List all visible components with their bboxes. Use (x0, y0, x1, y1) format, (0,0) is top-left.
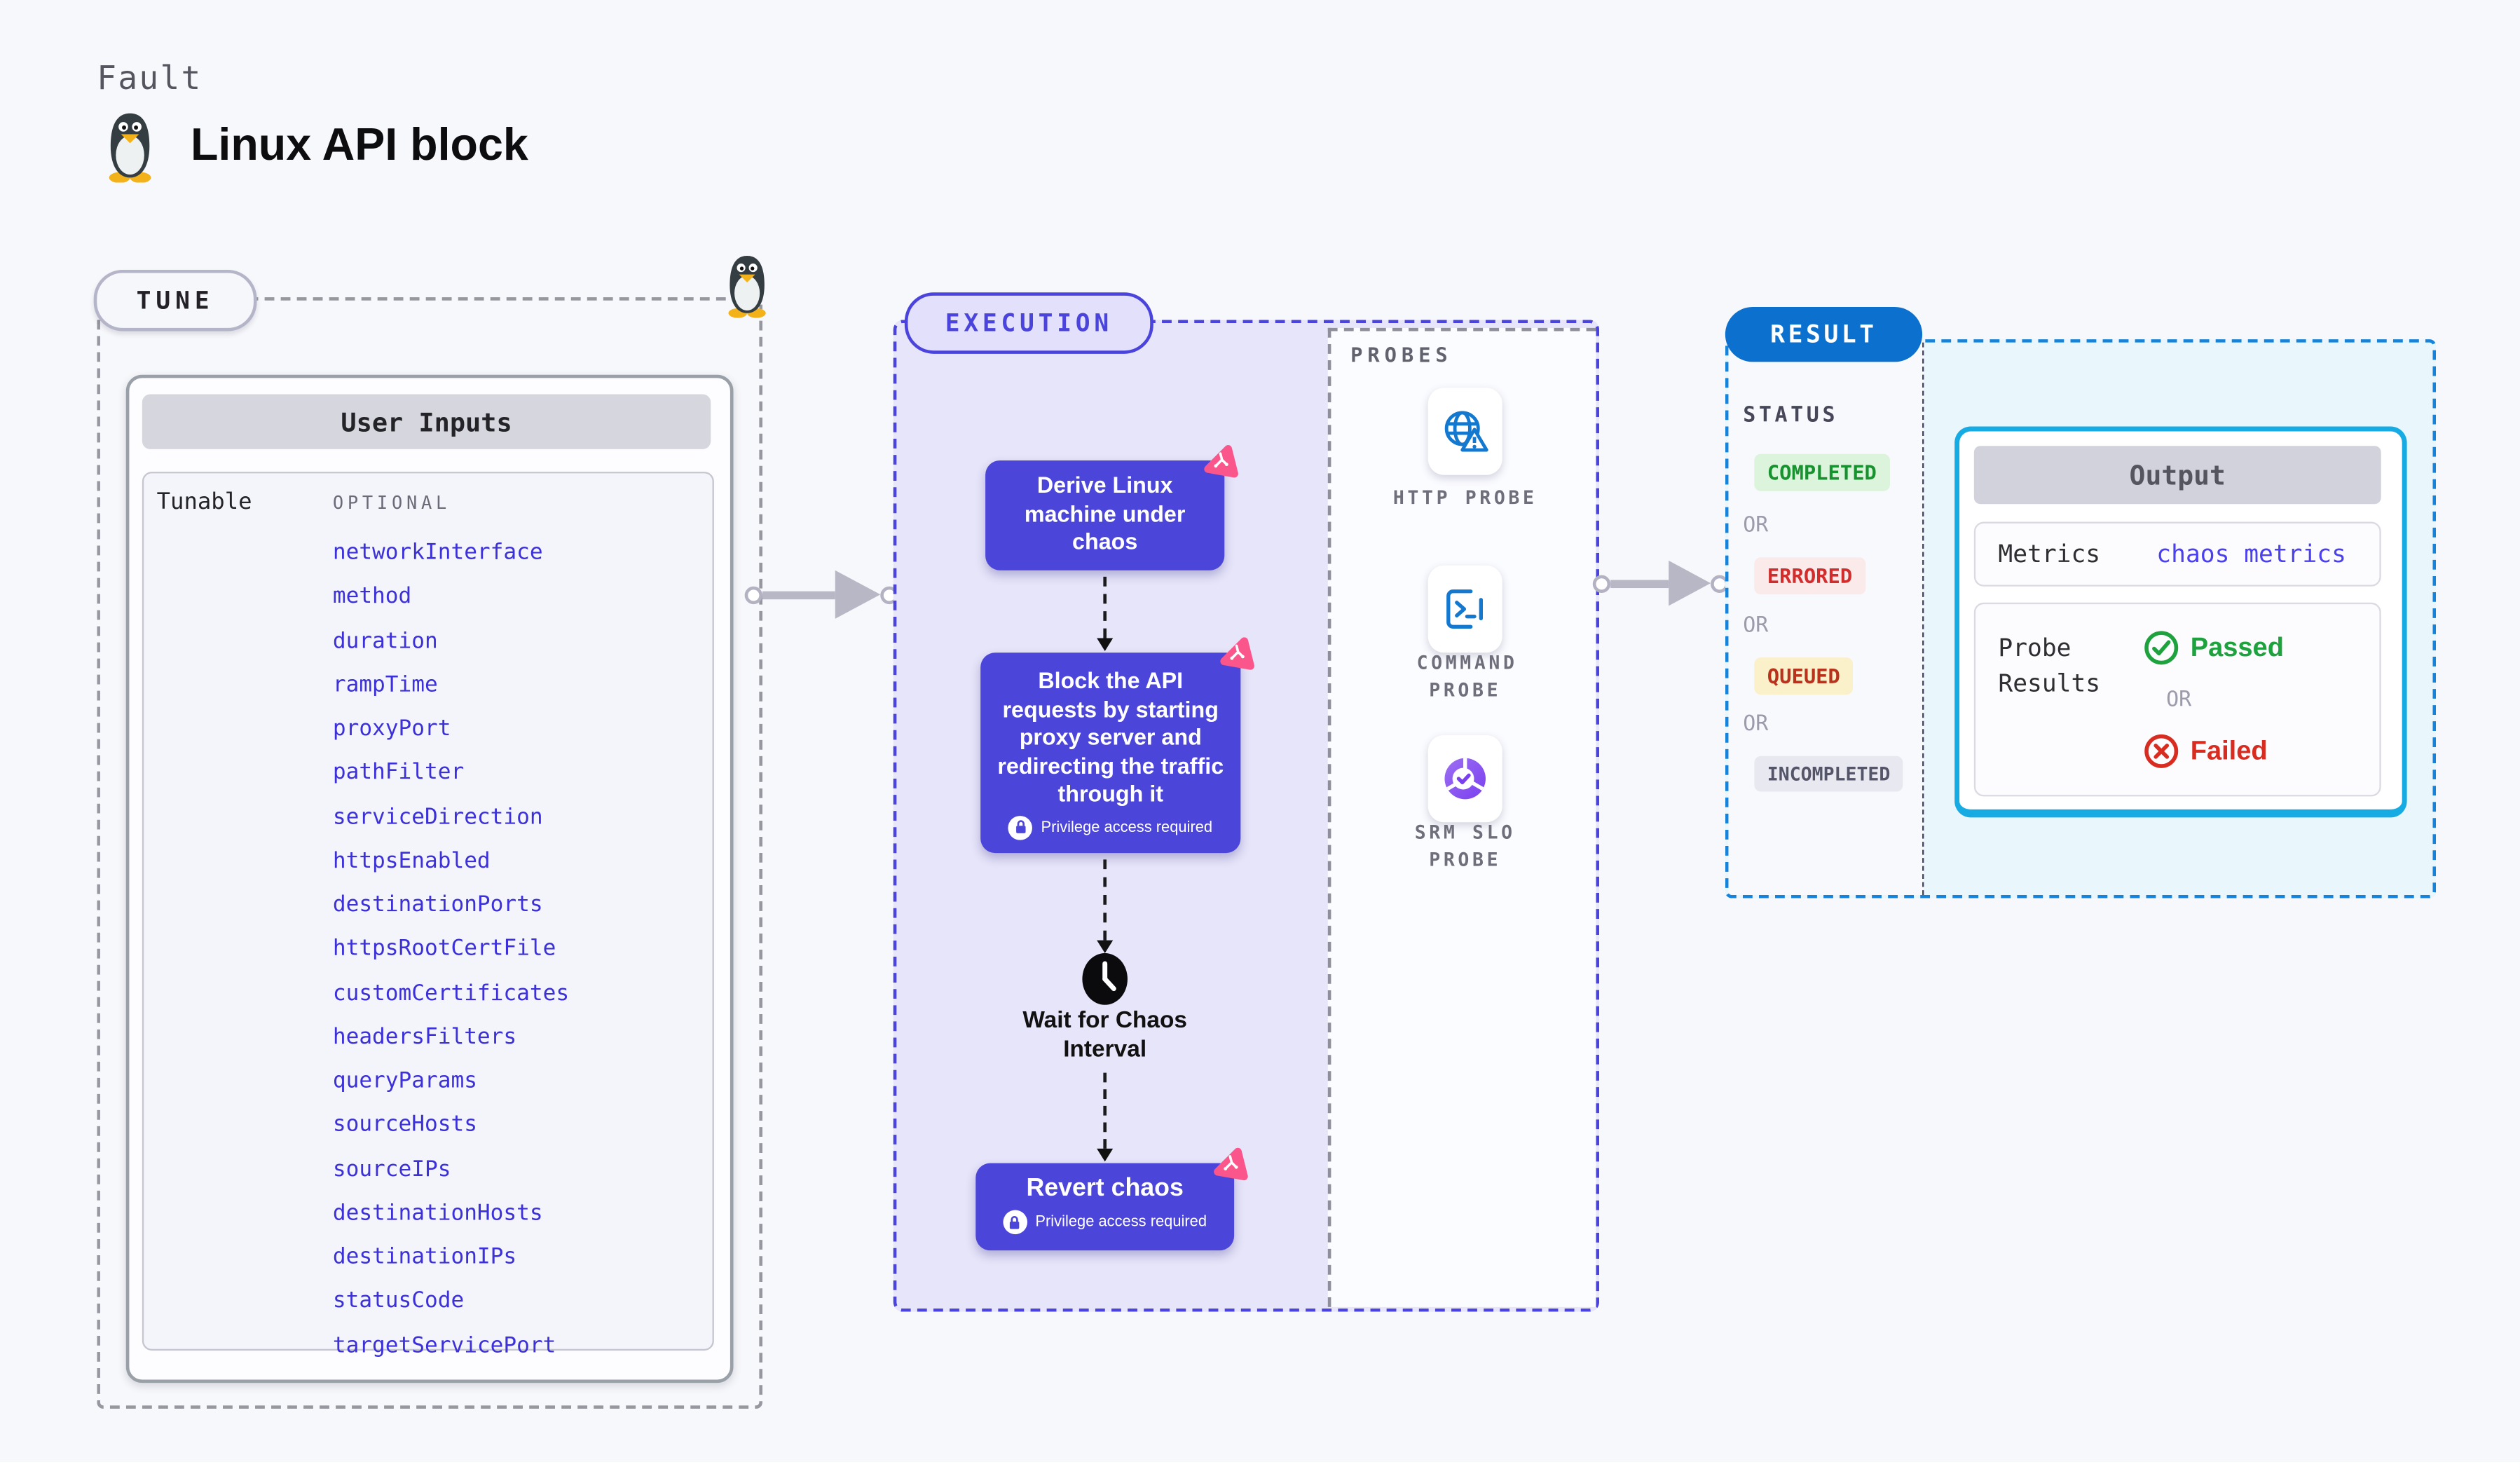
tunable-param: proxyPort (332, 716, 451, 742)
tune-section-box (97, 297, 763, 1409)
or-separator: OR (2166, 688, 2192, 713)
arrow-head (835, 570, 881, 619)
passed-label: Passed (2190, 632, 2284, 662)
step-block-api: Block the API requests by starting proxy… (980, 652, 1240, 854)
privilege-lock-icon (1008, 814, 1033, 840)
bottom-strip (0, 1462, 2520, 1483)
metrics-row: Metrics chaos metrics (1973, 521, 2381, 587)
wait-clock-icon (1078, 952, 1132, 1006)
tunable-param: pathFilter (332, 759, 465, 786)
status-heading: STATUS (1743, 404, 1839, 428)
privilege-note: Privilege access required (1041, 818, 1213, 836)
flow-connector (1103, 1072, 1107, 1149)
probe-results-row: Probe Results Passed OR Failed (1973, 602, 2381, 797)
optional-tag: OPTIONAL (332, 493, 451, 514)
probes-heading: PROBES (1350, 342, 1453, 367)
privilege-lock-icon (1003, 1210, 1027, 1235)
globe-alert-icon (1441, 407, 1489, 456)
tunable-param: sourceHosts (332, 1112, 477, 1138)
tunable-param: httpsEnabled (332, 847, 491, 874)
tunable-param: networkInterface (332, 539, 543, 566)
or-separator: OR (1743, 613, 1769, 638)
linux-penguin-icon (720, 252, 774, 319)
tunable-param: sourceIPs (332, 1156, 451, 1182)
chaos-fork-icon (1218, 636, 1255, 674)
tunable-param: statusCode (332, 1287, 465, 1314)
tunable-label: Tunable (156, 489, 252, 516)
probe-results-label: Probe Results (1998, 633, 2101, 698)
linux-penguin-icon (100, 110, 160, 183)
output-header: Output (1973, 446, 2381, 505)
wait-step-text: Wait for Chaos Interval (1022, 1008, 1187, 1062)
result-pill: RESULT (1725, 306, 1923, 362)
output-card: Output Metrics chaos metrics Probe Resul… (1954, 426, 2407, 818)
tunable-param: serviceDirection (332, 803, 543, 830)
flow-connector (1103, 576, 1107, 638)
tunables-list: networkInterface method duration rampTime pr… (333, 531, 704, 1367)
metrics-label: Metrics (1998, 539, 2101, 569)
tunable-param: queryParams (332, 1067, 477, 1094)
tunable-param: duration (332, 627, 438, 654)
passed-check-icon (2144, 630, 2179, 666)
tunable-param: method (332, 583, 412, 610)
tune-to-execution-arrow (744, 570, 898, 619)
terminal-icon (1441, 585, 1489, 633)
status-badge-completed: COMPLETED (1754, 453, 1890, 491)
chaos-fork-icon (1212, 1147, 1249, 1184)
slo-check-icon (1441, 754, 1489, 802)
user-inputs-header: User Inputs (142, 394, 711, 449)
chaos-fork-icon (1202, 444, 1239, 481)
srm-slo-probe-card (1427, 734, 1502, 823)
tune-pill: TUNE (93, 269, 257, 332)
tunable-param: rampTime (332, 671, 438, 698)
tunable-param: destinationHosts (332, 1200, 543, 1226)
flow-arrow-head (1097, 940, 1114, 954)
tunable-param: destinationIPs (332, 1243, 517, 1270)
connector-dot (1592, 574, 1611, 592)
step-derive-machine: Derive Linux machine under chaos (985, 460, 1224, 570)
or-separator: OR (1743, 712, 1769, 737)
http-probe-card (1427, 388, 1502, 475)
arrow-head (1669, 560, 1711, 606)
failed-label: Failed (2190, 735, 2268, 765)
execution-to-result-arrow (1592, 560, 1729, 606)
status-badge-errored: ERRORED (1754, 557, 1865, 595)
tunable-param: targetServicePort (332, 1332, 556, 1358)
privilege-note: Privilege access required (1035, 1213, 1207, 1231)
fault-kicker: Fault (97, 57, 203, 97)
step-block-text: Block the API requests by starting proxy… (997, 667, 1224, 807)
arrow-shaft (762, 590, 835, 599)
failed-x-icon (2144, 734, 2179, 770)
step-revert-chaos: Revert chaos Privilege access required (975, 1163, 1234, 1251)
execution-pill: EXECUTION (904, 292, 1153, 354)
step-derive-text: Derive Linux machine under chaos (1024, 472, 1186, 554)
flow-arrow-head (1097, 1148, 1114, 1162)
tunable-param: headersFilters (332, 1023, 517, 1050)
connector-dot (744, 585, 763, 603)
or-separator: OR (1743, 514, 1769, 538)
status-column (1728, 342, 1924, 896)
tunable-param: httpsRootCertFile (332, 936, 556, 962)
arrow-shaft (1610, 579, 1669, 587)
tunables-panel (142, 472, 714, 1351)
step-revert-text: Revert chaos (1026, 1174, 1184, 1202)
status-badge-incompleted: INCOMPLETED (1754, 756, 1903, 792)
tunable-param: customCertificates (332, 980, 570, 1006)
srm-slo-probe-label: SRM SLO PROBE (1414, 820, 1516, 871)
status-badge-queued: QUEUED (1754, 657, 1854, 695)
command-probe-card (1427, 565, 1502, 653)
metrics-value: chaos metrics (2156, 539, 2346, 569)
flow-arrow-head (1097, 638, 1114, 651)
command-probe-label: COMMAND PROBE (1416, 650, 1518, 702)
flow-connector (1103, 859, 1107, 941)
page-title: Linux API block (191, 119, 528, 170)
tunable-param: destinationPorts (332, 891, 543, 918)
http-probe-label: HTTP PROBE (1392, 486, 1538, 510)
